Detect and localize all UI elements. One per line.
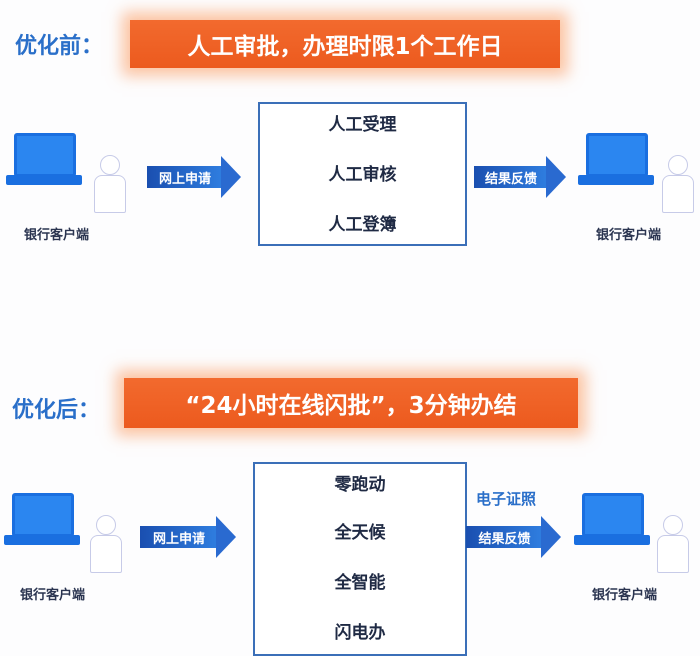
process-step: 人工审核 [328,165,397,185]
before-heading: 优化前： [15,34,104,59]
before-banner: 人工审批，办理时限1个工作日 [130,20,560,68]
process-step: 人工登簿 [328,215,397,235]
result-arrow: 结果反馈 [474,156,566,198]
client-label: 银行客户端 [24,228,90,243]
e-license-note: 电子证照 [476,490,537,508]
laptop-icon [578,133,654,187]
laptop-icon [574,493,650,547]
after-process-box: 零跑动 全天候 全智能 闪电办 [253,462,467,656]
process-step: 人工受理 [328,115,397,135]
process-step: 全天候 [334,523,386,543]
client-label: 银行客户端 [596,228,662,243]
process-step: 全智能 [334,573,386,593]
process-step: 零跑动 [334,475,386,495]
result-arrow-label: 结果反馈 [466,526,543,548]
apply-arrow-label: 网上申请 [147,166,223,188]
person-icon [655,515,689,573]
laptop-icon [4,493,80,547]
before-process-box: 人工受理 人工审核 人工登簿 [258,102,467,246]
result-arrow: 结果反馈 [466,516,561,558]
apply-arrow-label: 网上申请 [140,526,218,548]
person-icon [92,155,126,213]
result-arrow-label: 结果反馈 [474,166,548,188]
client-label: 银行客户端 [592,588,658,603]
laptop-icon [6,133,82,187]
process-step: 闪电办 [334,623,386,643]
client-label: 银行客户端 [20,588,86,603]
person-icon [88,515,122,573]
after-heading: 优化后： [12,398,101,423]
after-banner: “24小时在线闪批”，3分钟办结 [124,378,578,428]
apply-arrow: 网上申请 [147,156,241,198]
apply-arrow: 网上申请 [140,516,236,558]
person-icon [660,155,694,213]
